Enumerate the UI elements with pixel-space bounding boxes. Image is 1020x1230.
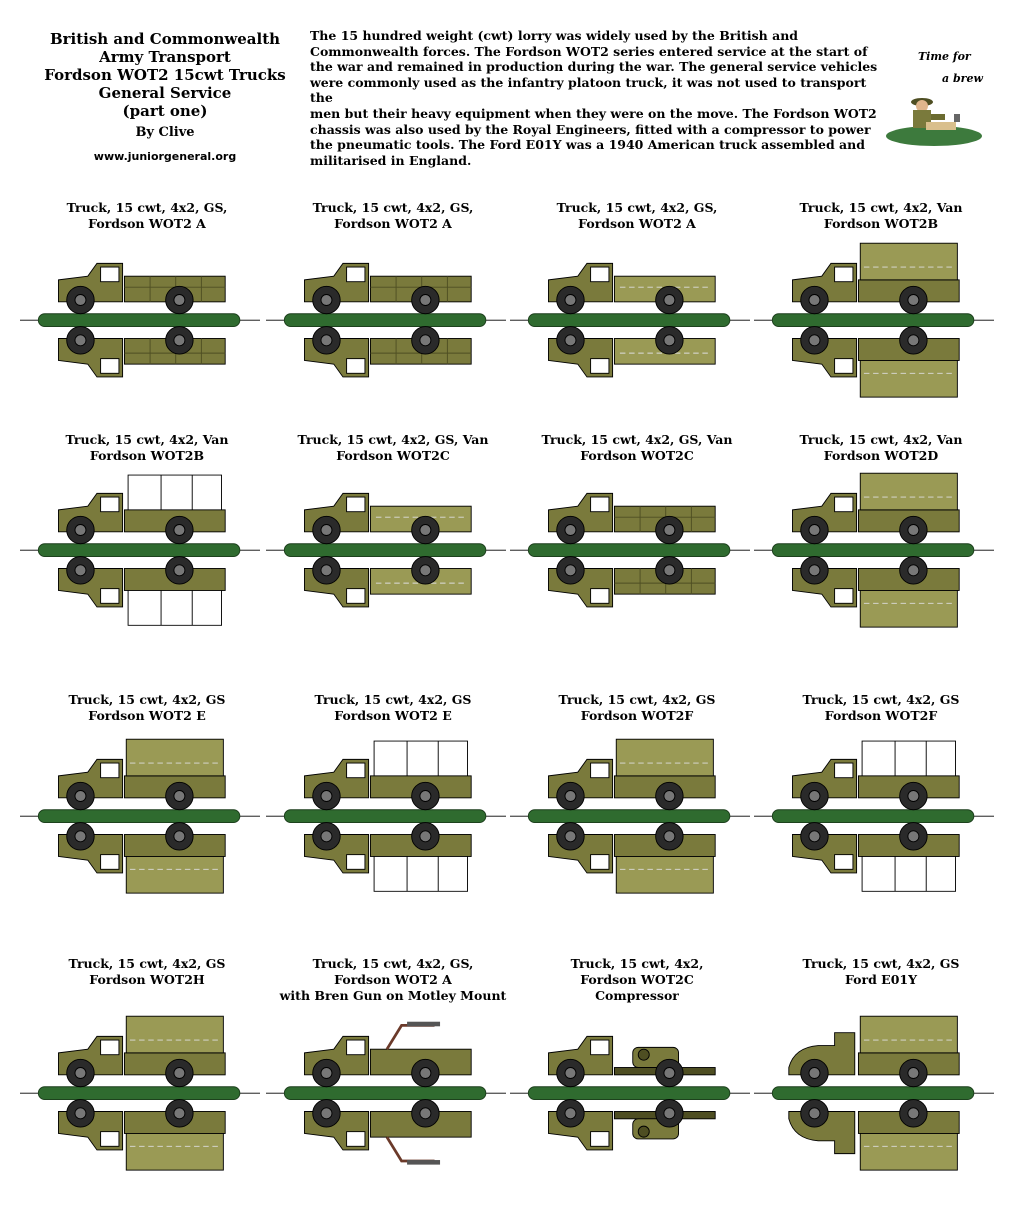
truck-figure: [754, 242, 994, 398]
truck-figure: [20, 1015, 260, 1171]
truck-figure: [754, 740, 994, 892]
truck-figure: [266, 492, 506, 608]
truck-caption: Truck, 15 cwt, 4x2, Van Fordson WOT2B: [799, 200, 963, 231]
truck-caption: Truck, 15 cwt, 4x2, GS Fordson WOT2 E: [68, 692, 226, 723]
title-line: (part one): [122, 102, 208, 120]
logo-text-line2: a brew: [942, 72, 983, 85]
truck-figure: [20, 738, 260, 894]
brew-logo: Time for a brew: [884, 44, 988, 148]
truck-caption: Truck, 15 cwt, 4x2, Van Fordson WOT2D: [799, 432, 963, 463]
truck-caption: Truck, 15 cwt, 4x2, GS Fordson WOT2 E: [314, 692, 472, 723]
truck-figure: [510, 492, 750, 608]
truck-caption: Truck, 15 cwt, 4x2, GS, Fordson WOT2 A: [66, 200, 228, 231]
truck-caption: Truck, 15 cwt, 4x2, GS Fordson WOT2F: [802, 692, 960, 723]
description-text: The 15 hundred weight (cwt) lorry was wi…: [310, 28, 878, 168]
truck-figure: [266, 262, 506, 378]
truck-caption: Truck, 15 cwt, 4x2, Van Fordson WOT2B: [65, 432, 229, 463]
truck-figure: [266, 740, 506, 892]
truck-figure: [510, 262, 750, 378]
truck-caption: Truck, 15 cwt, 4x2, GS, Fordson WOT2 A: [556, 200, 718, 231]
truck-caption: Truck, 15 cwt, 4x2, GS, Fordson WOT2 A w…: [279, 956, 507, 1003]
truck-figure: [510, 1035, 750, 1151]
soldier-with-tea-icon: [886, 98, 982, 146]
title-block: British and Commonwealth Army Transport …: [20, 30, 310, 166]
truck-caption: Truck, 15 cwt, 4x2, GS, Fordson WOT2 A: [312, 200, 474, 231]
logo-text-line1: Time for: [918, 50, 971, 63]
truck-figure: [266, 1021, 506, 1165]
truck-figure: [754, 472, 994, 628]
truck-caption: Truck, 15 cwt, 4x2, GS Fordson WOT2F: [558, 692, 716, 723]
author-credit: By Clive: [135, 125, 195, 140]
truck-caption: Truck, 15 cwt, 4x2, GS Fordson WOT2H: [68, 956, 226, 987]
truck-figure: [754, 1015, 994, 1171]
truck-caption: Truck, 15 cwt, 4x2, Fordson WOT2C Compre…: [570, 956, 704, 1003]
title-line: Army Transport: [99, 48, 231, 66]
title-line: British and Commonwealth: [49, 30, 281, 48]
truck-figure: [510, 738, 750, 894]
truck-figure: [20, 474, 260, 626]
website-link[interactable]: www.juniorgeneral.org: [93, 150, 237, 163]
truck-caption: Truck, 15 cwt, 4x2, GS Ford E01Y: [802, 956, 960, 987]
truck-caption: Truck, 15 cwt, 4x2, GS, Van Fordson WOT2…: [297, 432, 489, 463]
title-line: General Service: [98, 84, 232, 102]
truck-caption: Truck, 15 cwt, 4x2, GS, Van Fordson WOT2…: [541, 432, 733, 463]
title-line: Fordson WOT2 15cwt Trucks: [44, 66, 286, 84]
truck-figure: [20, 262, 260, 378]
